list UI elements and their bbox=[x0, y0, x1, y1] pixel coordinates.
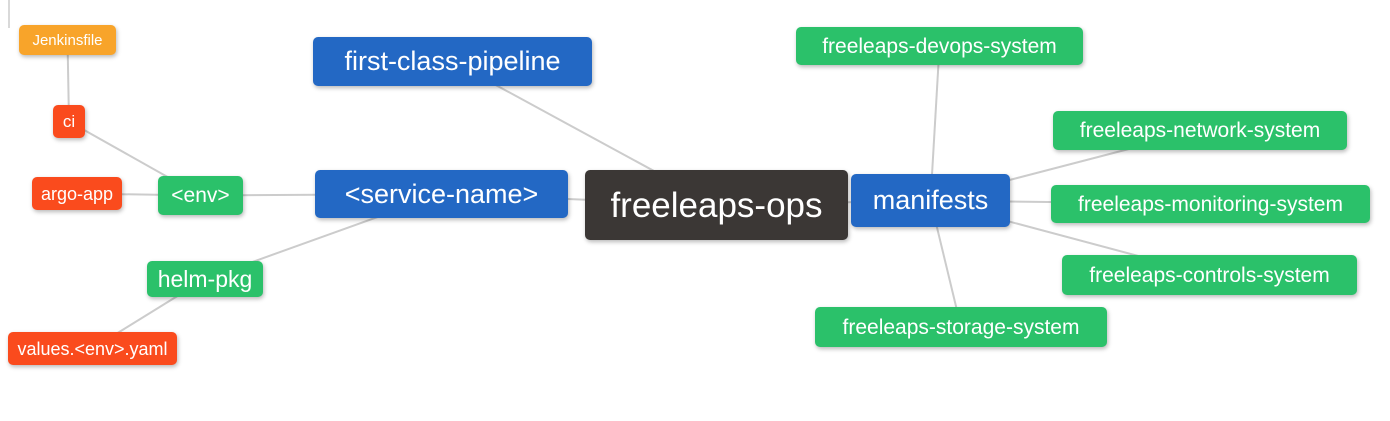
node-freeleaps-monitoring-system[interactable]: freeleaps-monitoring-system bbox=[1051, 185, 1370, 223]
node-freeleaps-ops[interactable]: freeleaps-ops bbox=[585, 170, 848, 240]
node-argo-app[interactable]: argo-app bbox=[32, 177, 122, 210]
node-freeleaps-controls-system[interactable]: freeleaps-controls-system bbox=[1062, 255, 1357, 295]
node-freeleaps-storage-system[interactable]: freeleaps-storage-system bbox=[815, 307, 1107, 347]
node-first-class-pipeline[interactable]: first-class-pipeline bbox=[313, 37, 592, 86]
node-env[interactable]: <env> bbox=[158, 176, 243, 215]
node-service-name[interactable]: <service-name> bbox=[315, 170, 568, 218]
node-values-env-yaml[interactable]: values.<env>.yaml bbox=[8, 332, 177, 365]
node-freeleaps-devops-system[interactable]: freeleaps-devops-system bbox=[796, 27, 1083, 65]
node-ci[interactable]: ci bbox=[53, 105, 85, 138]
node-jenkinsfile[interactable]: Jenkinsfile bbox=[19, 25, 116, 55]
node-freeleaps-network-system[interactable]: freeleaps-network-system bbox=[1053, 111, 1347, 150]
node-helm-pkg[interactable]: helm-pkg bbox=[147, 261, 263, 297]
node-manifests[interactable]: manifests bbox=[851, 174, 1010, 227]
